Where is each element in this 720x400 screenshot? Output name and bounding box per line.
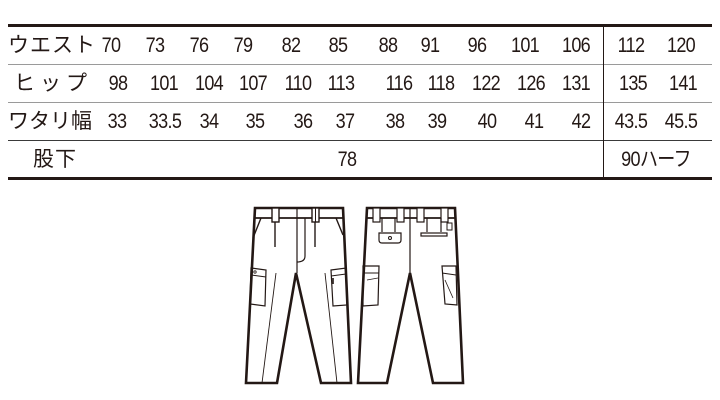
table-row-inseam: 股下 78 90ハーフ (8, 141, 712, 178)
table-cell: 34 (199, 110, 219, 133)
table-cell: 112 (617, 34, 645, 57)
extended-size-divider (603, 26, 604, 178)
row-label-inseam: 股下 (33, 148, 77, 171)
table-cell: 85 (328, 34, 348, 57)
row-label-waist: ウエスト (8, 34, 96, 57)
table-cell: 33 (107, 110, 127, 133)
table-cell: 70 (101, 34, 121, 57)
table-cell: 122 (471, 72, 501, 95)
pants-front-icon (244, 206, 353, 385)
row-divider (8, 140, 712, 141)
table-cell: 107 (238, 72, 268, 95)
pants-back-icon (356, 206, 465, 385)
table-cell: 131 (561, 72, 591, 95)
table-cell: 120 (666, 34, 696, 57)
table-cell: 116 (385, 72, 413, 95)
table-cell: 96 (467, 34, 487, 57)
table-cell: 43.5 (614, 110, 648, 133)
table-cell: 113 (327, 72, 355, 95)
table-cell: 106 (561, 34, 591, 57)
table-cell: 45.5 (664, 110, 698, 133)
table-cell: 33.5 (148, 110, 182, 133)
size-chart-table: ウエスト 70 73 76 79 82 85 88 91 96 101 106 … (8, 24, 712, 180)
table-cell: 98 (108, 72, 128, 95)
table-top-border (8, 24, 712, 27)
table-cell: 73 (145, 34, 165, 57)
table-row-thigh-width: ワタリ幅 33 33.5 34 35 36 37 38 39 40 41 42 … (8, 103, 712, 140)
table-cell: 42 (571, 110, 591, 133)
table-cell: 82 (281, 34, 301, 57)
table-cell: 110 (284, 72, 312, 95)
table-cell: 79 (233, 34, 253, 57)
table-cell: 141 (668, 72, 698, 95)
table-cell: 101 (149, 72, 179, 95)
table-cell: 36 (293, 110, 313, 133)
table-cell: 41 (524, 110, 544, 133)
table-row-waist: ウエスト 70 73 76 79 82 85 88 91 96 101 106 … (8, 27, 712, 64)
table-cell: 126 (516, 72, 546, 95)
table-cell: 88 (378, 34, 398, 57)
table-cell: 118 (427, 72, 455, 95)
table-cell: 37 (335, 110, 355, 133)
row-label-thigh-width: ワタリ幅 (8, 110, 92, 133)
table-cell-inseam-extended: 90ハーフ (621, 148, 691, 171)
row-divider (8, 102, 712, 103)
table-cell: 135 (618, 72, 648, 95)
table-cell: 40 (477, 110, 497, 133)
table-row-hip: ヒップ 98 101 104 107 110 113 116 118 122 1… (8, 65, 712, 102)
table-cell: 104 (194, 72, 224, 95)
table-cell: 39 (427, 110, 447, 133)
table-cell: 35 (245, 110, 265, 133)
table-cell: 91 (420, 34, 440, 57)
row-divider (8, 64, 712, 65)
table-cell-inseam-value: 78 (337, 148, 357, 171)
pants-illustration (235, 200, 475, 395)
table-bottom-border (8, 177, 712, 180)
table-cell: 76 (189, 34, 209, 57)
row-label-hip: ヒップ (14, 72, 92, 95)
table-cell: 101 (510, 34, 540, 57)
table-cell: 38 (385, 110, 405, 133)
